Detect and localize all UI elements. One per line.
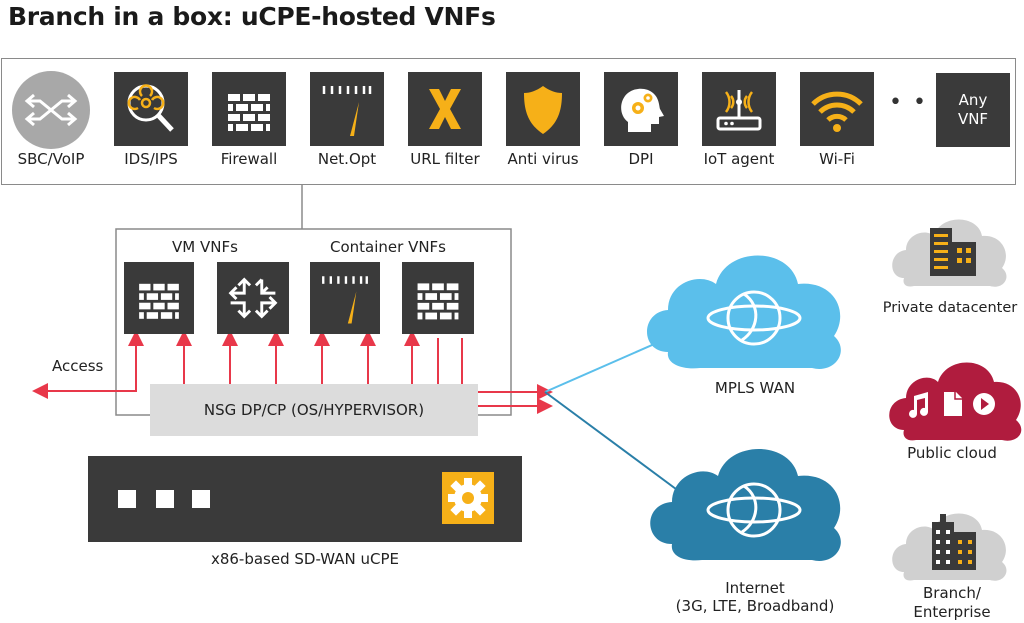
vm-firewall-icon (124, 262, 194, 334)
vm-vnfs-label: VM VNFs (172, 238, 238, 256)
vm-router-arrows-icon (217, 262, 289, 334)
nsg-hypervisor-layer (150, 384, 478, 436)
biohazard-magnifier-icon (114, 72, 188, 146)
private-datacenter-icon (892, 219, 1007, 287)
brick-wall-icon (212, 72, 286, 146)
vnf-label-sbc: SBC/VoIP (17, 150, 85, 168)
vnf-label-firewall: Firewall (220, 150, 278, 168)
wifi-icon (800, 72, 874, 146)
vnf-label-wifi: Wi-Fi (819, 150, 855, 168)
device-label: x86-based SD-WAN uCPE (210, 550, 400, 568)
branch-label-line2: Enterprise (913, 603, 991, 621)
vnf-label-dpi: DPI (628, 150, 654, 168)
public-cloud-label: Public cloud (907, 444, 997, 462)
vnf-label-antivirus: Anti virus (507, 150, 579, 168)
private-datacenter-label: Private datacenter (882, 300, 1018, 316)
router-icon (702, 72, 776, 146)
gauge-icon (310, 72, 384, 146)
public-cloud-icon (889, 362, 1022, 441)
branch-label-line1: Branch/ (923, 584, 981, 602)
any-vnf-tile: Any VNF (936, 73, 1010, 147)
container-gauge-icon (310, 262, 380, 334)
nsg-label: NSG DP/CP (OS/HYPERVISOR) (203, 401, 425, 419)
access-label: Access (52, 357, 104, 375)
vnf-label-url-filter: URL filter (410, 150, 480, 168)
head-gears-icon (604, 72, 678, 146)
container-vnfs-label: Container VNFs (330, 238, 446, 256)
internet-cloud (650, 449, 841, 561)
branch-enterprise-icon (892, 513, 1007, 581)
branch-enterprise-label: Branch/ Enterprise (884, 584, 1020, 622)
container-firewall-icon (402, 262, 474, 334)
shield-icon (506, 72, 580, 146)
vnf-label-ids: IDS/IPS (124, 150, 178, 168)
gear-icon (442, 472, 494, 524)
page-title: Branch in a box: uCPE-hosted VNFs (8, 2, 496, 31)
any-vnf-line1: Any (958, 91, 988, 109)
vnf-label-iot-agent: IoT agent (703, 150, 775, 168)
internet-label-line1: Internet (725, 579, 785, 597)
crossing-arrows-icon (12, 71, 90, 149)
internet-label: Internet (3G, LTE, Broadband) (660, 579, 850, 615)
mpls-cloud (647, 255, 841, 369)
x-mark-icon (408, 72, 482, 146)
device-port-indicator (192, 490, 210, 508)
internet-label-line2: (3G, LTE, Broadband) (675, 597, 835, 615)
any-vnf-line2: VNF (957, 110, 989, 128)
device-port-indicator (118, 490, 136, 508)
mpls-wan-label: MPLS WAN (714, 379, 796, 397)
vnf-label-netopt: Net.Opt (317, 150, 377, 168)
vnf-catalog-panel (1, 58, 1016, 185)
device-port-indicator (156, 490, 174, 508)
